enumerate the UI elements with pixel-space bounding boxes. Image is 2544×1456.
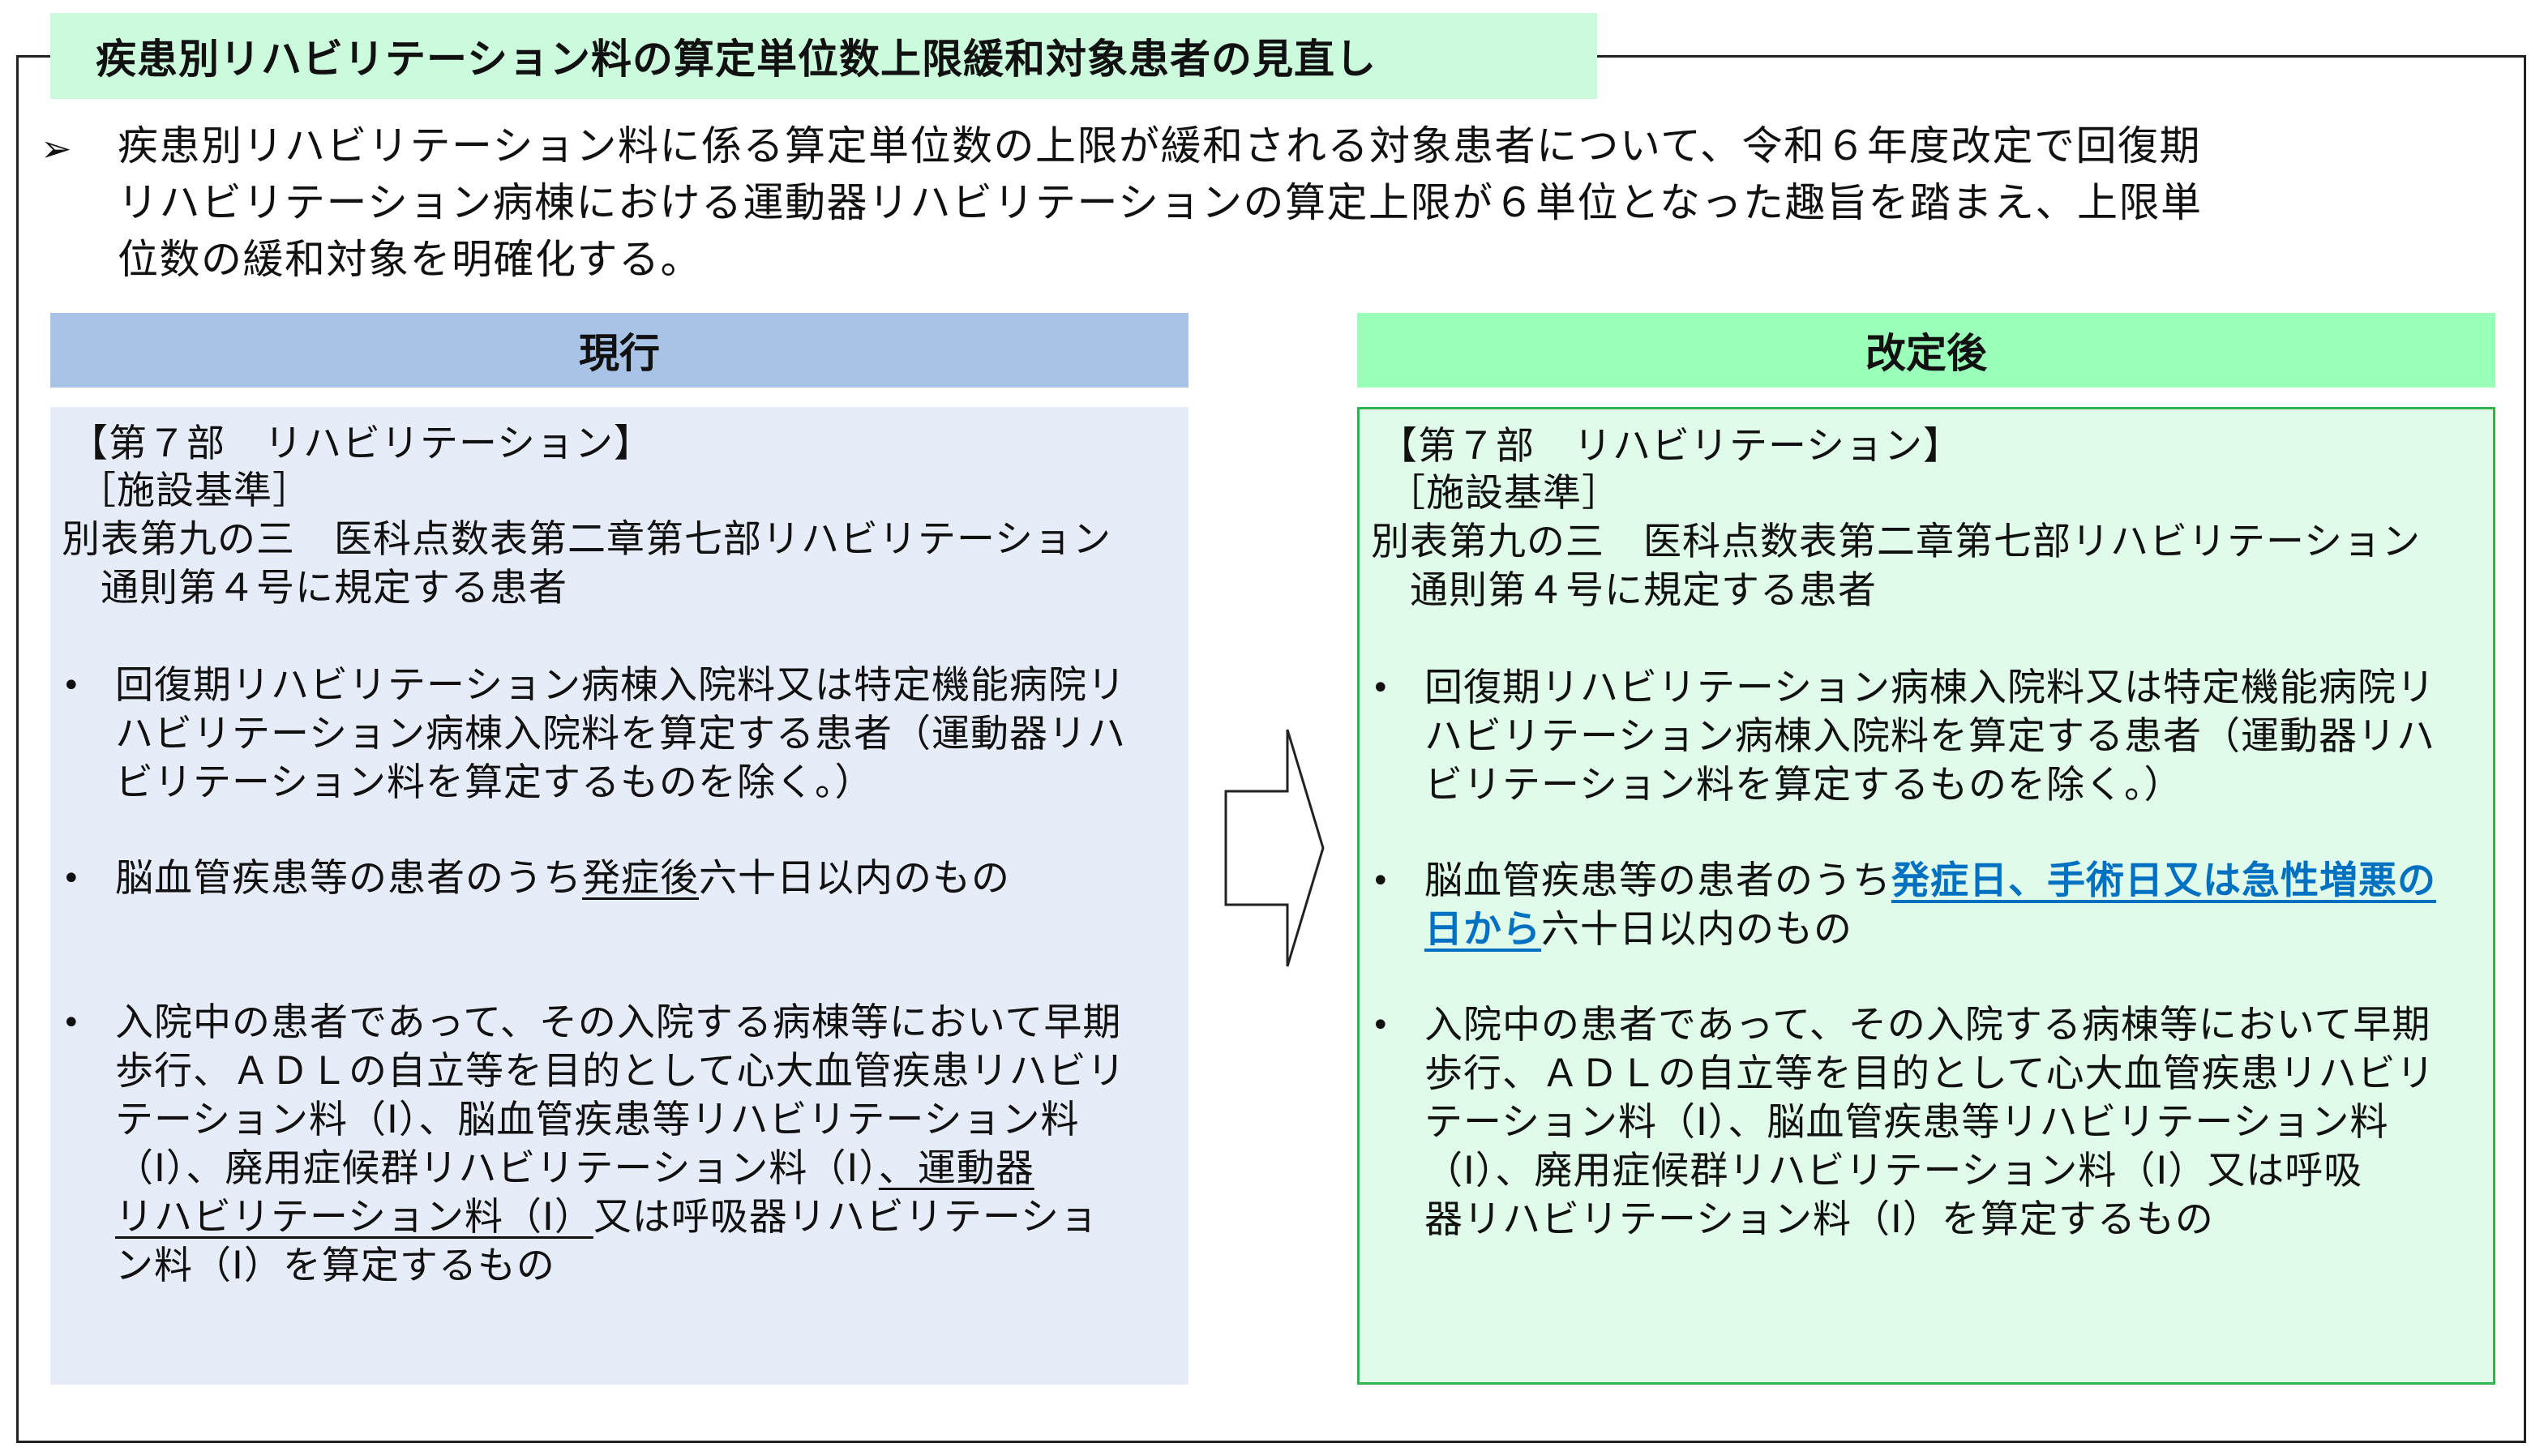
current-panel: 【第７部 リハビリテーション】［施設基準］別表第九の三 医科点数表第二章第七部リ… bbox=[50, 407, 1188, 1385]
bullet-line: ビリテーション料を算定するものを除く。） bbox=[115, 759, 874, 807]
text-segment: 入院中の患者であって、その入院する病棟等において早期 bbox=[1424, 1003, 2431, 1047]
text-segment: ハビリテーション病棟入院料を算定する患者（運動器リハ bbox=[1424, 714, 2436, 759]
bullet-line: リハビリテーション料（Ⅰ）又は呼吸器リハビリテーショ bbox=[115, 1193, 1099, 1242]
text-segment: 六十日以内のもの bbox=[1541, 907, 1852, 952]
intro-line: 【第７部 リハビリテーション】 bbox=[70, 422, 653, 466]
revised-header: 改定後 bbox=[1357, 313, 2495, 388]
lead-line: リハビリテーション病棟における運動器リハビリテーションの算定上限が６単位となった… bbox=[118, 179, 2203, 226]
bullet-line: 日から六十日以内のもの bbox=[1424, 906, 1852, 954]
bullet-line: ハビリテーション病棟入院料を算定する患者（運動器リハ bbox=[115, 710, 1126, 759]
text-segment: テーション料（Ⅰ）、脳血管疾患等リハビリテーション料 bbox=[1424, 1100, 2389, 1145]
bullet-line: 歩行、ＡＤＬの自立等を目的として心大血管疾患リハビリ bbox=[1424, 1050, 2435, 1098]
text-segment: ビリテーション料を算定するものを除く。） bbox=[115, 760, 874, 805]
bullet-line: 入院中の患者であって、その入院する病棟等において早期 bbox=[115, 999, 1121, 1047]
bullet-line: テーション料（Ⅰ）、脳血管疾患等リハビリテーション料 bbox=[115, 1096, 1079, 1145]
intro-line: ［施設基準］ bbox=[1387, 471, 1621, 516]
bullet-line: 歩行、ＡＤＬの自立等を目的として心大血管疾患リハビリ bbox=[115, 1047, 1126, 1096]
text-segment: 歩行、ＡＤＬの自立等を目的として心大血管疾患リハビリ bbox=[1424, 1051, 2435, 1096]
intro-line: 通則第４号に規定する患者 bbox=[62, 566, 567, 610]
bullet-line: ビリテーション料を算定するものを除く。） bbox=[1424, 761, 2183, 810]
bullet-line: ハビリテーション病棟入院料を算定する患者（運動器リハ bbox=[1424, 713, 2435, 761]
intro-line: 別表第九の三 医科点数表第二章第七部リハビリテーション bbox=[62, 517, 1112, 562]
bullet-icon: • bbox=[1371, 1007, 1390, 1044]
intro-line: 【第７部 リハビリテーション】 bbox=[1379, 424, 1963, 469]
page-title: 疾患別リハビリテーション料の算定単位数上限緩和対象患者の見直し bbox=[50, 13, 1597, 99]
intro-line: 別表第九の三 医科点数表第二章第七部リハビリテーション bbox=[1371, 520, 2422, 564]
lead-line: 位数の緩和対象を明確化する。 bbox=[118, 236, 702, 283]
text-segment: 入院中の患者であって、その入院する病棟等において早期 bbox=[115, 1000, 1122, 1045]
bullet-icon: • bbox=[1371, 670, 1390, 707]
revised-panel: 【第７部 リハビリテーション】［施設基準］別表第九の三 医科点数表第二章第七部リ… bbox=[1357, 407, 2495, 1385]
bullet-line: （Ⅰ）、廃用症候群リハビリテーション料（Ⅰ）又は呼吸 bbox=[1424, 1147, 2362, 1196]
text-segment: 回復期リハビリテーション病棟入院料又は特定機能病院リ bbox=[115, 663, 1127, 708]
text-segment: （Ⅰ）、廃用症候群リハビリテーション料（Ⅰ）又は呼吸 bbox=[1424, 1149, 2363, 1193]
text-segment: 又は呼吸器リハビリテーショ bbox=[593, 1195, 1099, 1240]
bullet-icon: • bbox=[1371, 863, 1390, 900]
text-segment: 回復期リハビリテーション病棟入院料又は特定機能病院リ bbox=[1424, 666, 2436, 710]
lead-line: 疾患別リハビリテーション料に係る算定単位数の上限が緩和される対象患者について、令… bbox=[118, 122, 2201, 169]
underlined-text: 発症後 bbox=[582, 856, 699, 901]
revised-highlight-text: 発症日、手術日又は急性増悪の bbox=[1891, 859, 2436, 903]
bullet-line: （Ⅰ）、廃用症候群リハビリテーション料（Ⅰ）、運動器 bbox=[115, 1145, 1034, 1193]
bullet-line: 回復期リハビリテーション病棟入院料又は特定機能病院リ bbox=[115, 662, 1126, 710]
bullet-line: 器リハビリテーション料（Ⅰ）を算定するもの bbox=[1424, 1196, 2214, 1244]
text-segment: 歩行、ＡＤＬの自立等を目的として心大血管疾患リハビリ bbox=[115, 1049, 1126, 1094]
text-segment: 脳血管疾患等の患者のうち bbox=[115, 856, 582, 901]
bullet-line: ン料（Ⅰ）を算定するもの bbox=[115, 1242, 555, 1291]
intro-line: 通則第４号に規定する患者 bbox=[1371, 568, 1877, 613]
bullet-line: 脳血管疾患等の患者のうち発症日、手術日又は急性増悪の bbox=[1424, 857, 2436, 906]
bullet-line: 入院中の患者であって、その入院する病棟等において早期 bbox=[1424, 1001, 2431, 1050]
bullet-icon: • bbox=[62, 1004, 81, 1042]
text-segment: 器リハビリテーション料（Ⅰ）を算定するもの bbox=[1424, 1197, 2214, 1242]
underlined-text: 、運動器 bbox=[878, 1146, 1034, 1191]
bullet-line: 回復期リハビリテーション病棟入院料又は特定機能病院リ bbox=[1424, 664, 2435, 713]
bullet-line: 脳血管疾患等の患者のうち発症後六十日以内のもの bbox=[115, 854, 1010, 903]
underlined-text: リハビリテーション料（Ⅰ） bbox=[115, 1195, 593, 1240]
text-segment: （Ⅰ）、廃用症候群リハビリテーション料（Ⅰ） bbox=[115, 1146, 879, 1191]
intro-line: ［施設基準］ bbox=[78, 469, 311, 513]
bullet-icon: • bbox=[62, 667, 81, 704]
text-segment: 脳血管疾患等の患者のうち bbox=[1424, 859, 1891, 903]
text-segment: ハビリテーション病棟入院料を算定する患者（運動器リハ bbox=[115, 712, 1127, 756]
right-arrow-icon bbox=[1224, 729, 1325, 967]
text-segment: 六十日以内のもの bbox=[699, 856, 1010, 901]
text-segment: ン料（Ⅰ）を算定するもの bbox=[115, 1244, 555, 1288]
bullet-line: テーション料（Ⅰ）、脳血管疾患等リハビリテーション料 bbox=[1424, 1098, 2388, 1147]
arrow-bullet-icon: ➢ bbox=[41, 126, 72, 170]
current-header: 現行 bbox=[50, 313, 1188, 388]
bullet-icon: • bbox=[62, 860, 81, 897]
text-segment: テーション料（Ⅰ）、脳血管疾患等リハビリテーション料 bbox=[115, 1098, 1080, 1142]
revised-highlight-text: 日から bbox=[1424, 907, 1541, 952]
text-segment: ビリテーション料を算定するものを除く。） bbox=[1424, 763, 2183, 807]
